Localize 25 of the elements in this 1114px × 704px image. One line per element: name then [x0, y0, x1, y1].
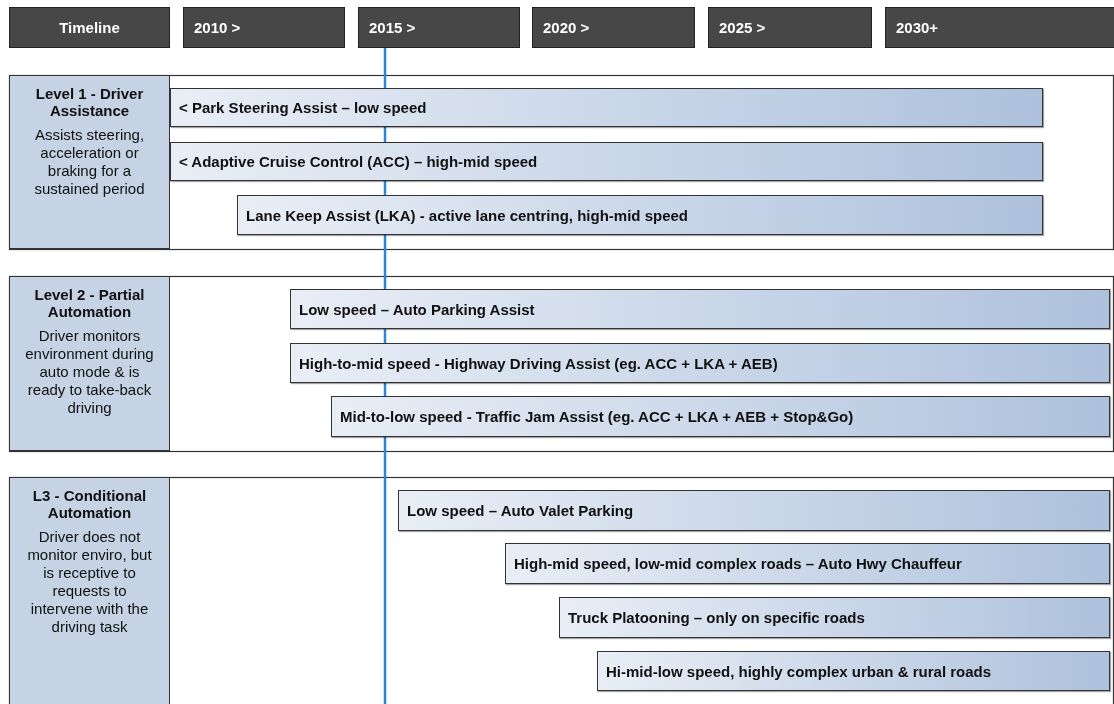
- timeline-header: 2020 >: [532, 7, 695, 48]
- timeline-header: 2010 >: [183, 7, 345, 48]
- level-description: Driver does not monitor enviro, but is receptive to requests to intervene with the driving task: [26, 528, 153, 636]
- level-panel: [9, 477, 170, 704]
- level-description: Driver monitors environment during auto mode & is ready to take-back driving: [24, 327, 155, 417]
- feature-bar: Low speed – Auto Parking Assist: [290, 289, 1110, 329]
- feature-bar: High-to-mid speed - Highway Driving Assist (eg. ACC + LKA + AEB): [290, 343, 1110, 383]
- level-title: Level 2 - Partial Automation: [33, 287, 146, 320]
- timeline-header: Timeline: [9, 7, 170, 48]
- level-description: Assists steering, acceleration or braking for a sustained period: [33, 126, 146, 198]
- feature-bar: Hi-mid-low speed, highly complex urban & rural roads: [597, 651, 1110, 691]
- feature-bar: Mid-to-low speed - Traffic Jam Assist (eg. ACC + LKA + AEB + Stop&Go): [331, 396, 1110, 437]
- level-panel: [9, 276, 170, 451]
- level-title: Level 1 - Driver Assistance: [34, 86, 145, 119]
- feature-bar: < Park Steering Assist – low speed: [170, 88, 1043, 127]
- timeline-header: 2025 >: [708, 7, 872, 48]
- feature-bar: Lane Keep Assist (LKA) - active lane centring, high-mid speed: [237, 195, 1043, 235]
- level-title: L3 - Conditional Automation: [31, 488, 148, 521]
- timeline-header: 2030+: [885, 7, 1114, 48]
- feature-bar: High-mid speed, low-mid complex roads – Auto Hwy Chauffeur: [505, 543, 1110, 584]
- feature-bar: Low speed – Auto Valet Parking: [398, 490, 1110, 531]
- feature-bar: Truck Platooning – only on specific roads: [559, 597, 1110, 638]
- timeline-header: 2015 >: [358, 7, 520, 48]
- level-panel: [9, 75, 170, 249]
- feature-bar: < Adaptive Cruise Control (ACC) – high-mid speed: [170, 142, 1043, 181]
